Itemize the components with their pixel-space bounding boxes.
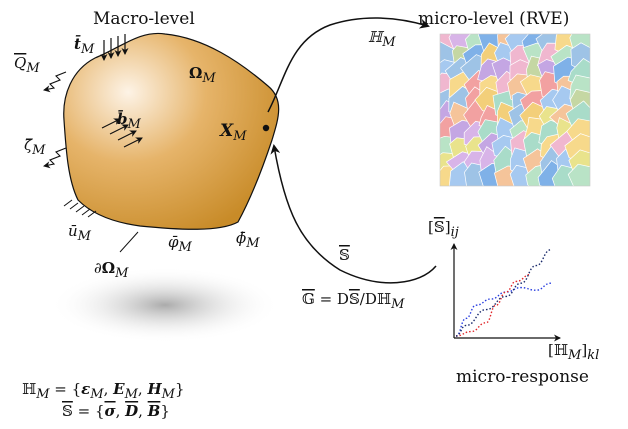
chart-y-label: [𝕊]ij [428, 218, 459, 240]
u-label: ūM [68, 222, 92, 244]
micro-level-title: micro-level (RVE) [418, 9, 569, 29]
H-arrow-label: ℍM [368, 28, 396, 50]
H-definition: ℍM = {εM, EM, HM} [22, 380, 184, 402]
domain-label: ΩM [189, 64, 216, 86]
G-definition: 𝔾 = D𝕊/DℍM [302, 290, 405, 312]
response-curve-3 [455, 249, 552, 337]
macro-level-title: Macro-level [93, 9, 195, 29]
zeta-flux-arrow [43, 147, 67, 169]
chart-x-label: [ℍM]kl [548, 341, 599, 363]
phi-bar-label: φ̄M [168, 233, 193, 255]
macro-body [63, 32, 280, 230]
micro-response-title: micro-response [456, 367, 589, 387]
boundary-label: ∂ΩM [94, 259, 129, 281]
point-label: XM [219, 121, 247, 144]
S-definition: 𝕊 = {σ, D, B} [62, 402, 170, 420]
downscale-arrow [267, 17, 430, 113]
support-hatching [63, 199, 97, 218]
response-curve-2 [455, 273, 532, 337]
S-arrow-label: 𝕊 [339, 246, 350, 264]
traction-label: t̄M [74, 34, 95, 57]
phi-label: ϕ̄M [236, 229, 260, 251]
rve-microstructure [439, 33, 591, 187]
upscale-arrow [270, 144, 437, 284]
micro-response-chart [450, 243, 561, 342]
traction-arrows [100, 34, 129, 61]
body-force-arrows [101, 118, 143, 148]
body-force-label: b̄M [117, 109, 142, 132]
zeta-label: ζ̄M [24, 136, 46, 158]
heat-flux-arrow [43, 71, 67, 93]
body-shadow [50, 267, 280, 343]
Q-label: QM [14, 54, 40, 76]
grain-cell [567, 163, 590, 186]
material-point [262, 124, 270, 132]
boundary-leader [119, 231, 139, 253]
response-curve-1 [455, 282, 552, 337]
